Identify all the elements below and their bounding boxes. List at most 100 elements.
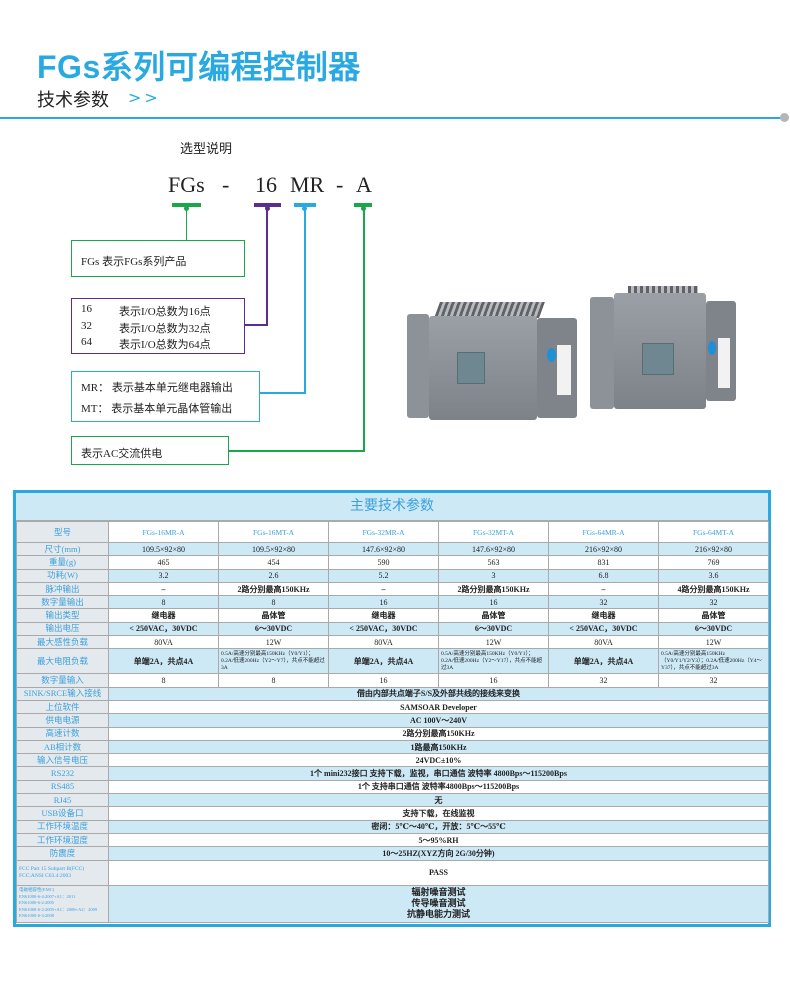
connector-line [244, 324, 268, 326]
table-cell: 晶体管 [218, 608, 329, 623]
io-desc: 表示I/O总数为32点 [119, 323, 211, 335]
table-cell: 10～25HZ(XYZ方向 2G/30分钟) [108, 846, 769, 861]
table-cell: 继电器 [108, 608, 219, 623]
table-cell: 109.5×92×80 [218, 541, 329, 557]
table-cell: 16 [328, 673, 439, 688]
table-cell: 454 [218, 555, 329, 570]
table-cell: 1个 支持串口通信 波特率4800Bps～115200Bps [108, 779, 769, 795]
table-cell: 6.8 [548, 568, 659, 583]
table-cell: 2.6 [218, 568, 329, 583]
row-label: 数字量输出 [16, 595, 109, 610]
table-cell: 继电器 [548, 608, 659, 623]
label-line: 电磁相容性(EMC) [19, 887, 55, 893]
row-label: 重量(g) [16, 555, 109, 570]
series-marker [172, 203, 201, 207]
io-desc: 表示I/O总数为64点 [119, 339, 211, 351]
table-cell: 2路分别最高150KHz [108, 726, 769, 741]
table-cell: 216×92×80 [548, 541, 659, 557]
code-dash: - [336, 172, 344, 197]
table-cell: – [108, 581, 219, 597]
label-line: EN61000-6-3:2008 [19, 913, 54, 919]
table-cell: 8 [108, 595, 219, 610]
row-label: 防震度 [16, 846, 109, 861]
row-label: 脉冲输出 [16, 581, 109, 597]
divider-dot [780, 113, 789, 122]
table-row: USB设备口支持下载，在线监视 [16, 806, 769, 821]
table-cell: 831 [548, 555, 659, 570]
table-cell: 8 [218, 673, 329, 688]
table-cell: 继电器 [328, 608, 439, 623]
io-code: 32 [81, 320, 92, 332]
table-cell: 80VA [548, 635, 659, 650]
table-cell: 147.6×92×80 [438, 541, 549, 557]
code-io: 16 [255, 172, 277, 197]
table-cell: 无 [108, 793, 769, 808]
plc-product-image-16 [590, 283, 740, 415]
row-label: FCC Part 15 Subpart B(FCC)FCC:ANSI C63.4… [16, 859, 109, 886]
spec-grid: 型号 FGs-16MR-A FGs-16MT-A FGs-32MR-A FGs-… [16, 521, 769, 923]
table-cell: 8 [108, 673, 219, 688]
table-cell: 32 [548, 595, 659, 610]
table-row: SINK/SRCE输入接线借由内部共点端子S/S及外部共线的接线来变换 [16, 686, 769, 701]
table-cell: 3.2 [108, 568, 219, 583]
section-subtitle: 技术参数 [37, 90, 109, 111]
table-cell: < 250VAC，30VDC [548, 621, 659, 637]
row-label: 工作环境湿度 [16, 832, 109, 848]
connector-line [228, 450, 365, 452]
table-cell: 32 [658, 595, 769, 610]
table-cell: 3.6 [658, 568, 769, 583]
table-cell: – [328, 581, 439, 597]
table-cell: 0.5A/高速分别最高150KHz（Y0/Y1/Y2/Y3）；0.2A/低速20… [658, 648, 769, 675]
row-label: AB相计数 [16, 739, 109, 755]
series-box: FGs 表示FGs系列产品 [71, 240, 245, 277]
label-line: EN61000-6-4:2007+A1：2011 [19, 893, 76, 899]
row-label: USB设备口 [16, 806, 109, 821]
row-label: 最大电阻负载 [16, 648, 109, 675]
spec-table-title: 主要技术参数 [16, 493, 768, 521]
plc-product-image-32 [407, 300, 577, 422]
table-cell: 216×92×80 [658, 541, 769, 557]
table-cell: 80VA [328, 635, 439, 650]
power-desc: 表示AC交流供电 [81, 448, 163, 460]
row-label: 尺寸(mm) [16, 541, 109, 557]
table-cell: 6～30VDC [658, 621, 769, 637]
row-label: 工作环境温度 [16, 819, 109, 834]
row-label: 最大感性负载 [16, 635, 109, 650]
header-divider [0, 117, 782, 119]
output-desc-mt: MT： 表示基本单元晶体管输出 [81, 403, 233, 415]
table-cell: 6～30VDC [438, 621, 549, 637]
code-power: A [356, 172, 372, 197]
table-cell: 12W [218, 635, 329, 650]
row-label: 数字量输入 [16, 673, 109, 688]
table-cell: 563 [438, 555, 549, 570]
row-label: 输出电压 [16, 621, 109, 637]
page-title: FGs系列可编程控制器 [37, 49, 361, 85]
connector-line [186, 207, 187, 240]
table-cell: 24VDC±10% [108, 753, 769, 768]
value-line: 抗静电能力测试 [406, 909, 470, 920]
table-cell: 32 [658, 673, 769, 688]
label-line: EN61000-6-2:2005 [19, 900, 54, 906]
row-label: 功耗(W) [16, 568, 109, 583]
table-cell: 6～30VDC [218, 621, 329, 637]
header-cell: FGs-32MR-A [328, 521, 439, 543]
code-output: MR [290, 172, 325, 197]
table-cell: < 250VAC，30VDC [108, 621, 219, 637]
io-box: 16 表示I/O总数为16点 32 表示I/O总数为32点 64 表示I/O总数… [71, 298, 245, 354]
table-row-fcc: FCC Part 15 Subpart B(FCC)FCC:ANSI C63.4… [16, 859, 769, 886]
value-line: 传导噪音测试 [411, 898, 466, 909]
table-cell: 1路最高150KHz [108, 739, 769, 755]
row-label: 输出类型 [16, 608, 109, 623]
